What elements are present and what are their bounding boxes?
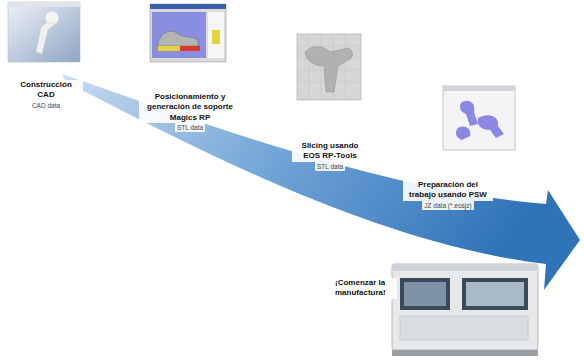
cad-screenshot — [8, 2, 80, 62]
eos-machine — [392, 264, 538, 356]
process-step: ¡Comenzar la manufactura! — [333, 278, 397, 299]
flow-arrow — [62, 74, 580, 290]
step-title: Preparación del trabajo usando PSW — [403, 180, 493, 201]
process-step: Posicionamiento y generación de soporte … — [139, 92, 241, 132]
psw-screenshot — [443, 86, 515, 150]
data-format: JZ data (*.eosjz) — [422, 201, 473, 210]
magics-screenshot — [150, 4, 226, 62]
process-step: Slicing usando EOS RP-ToolsSTL data — [292, 141, 368, 171]
slicing-screenshot — [297, 34, 361, 100]
process-step: Preparación del trabajo usando PSWJZ dat… — [403, 180, 493, 210]
data-format: STL data — [175, 123, 205, 132]
step-title: Posicionamiento y generación de soporte … — [139, 92, 241, 123]
data-format: STL data — [315, 162, 345, 171]
step-title: Slicing usando EOS RP-Tools — [292, 141, 368, 162]
step-title: Construcción CAD — [9, 80, 83, 101]
step-title: ¡Comenzar la manufactura! — [333, 278, 397, 299]
data-format: CAD data — [30, 101, 62, 110]
process-step: Construcción CADCAD data — [9, 80, 83, 110]
